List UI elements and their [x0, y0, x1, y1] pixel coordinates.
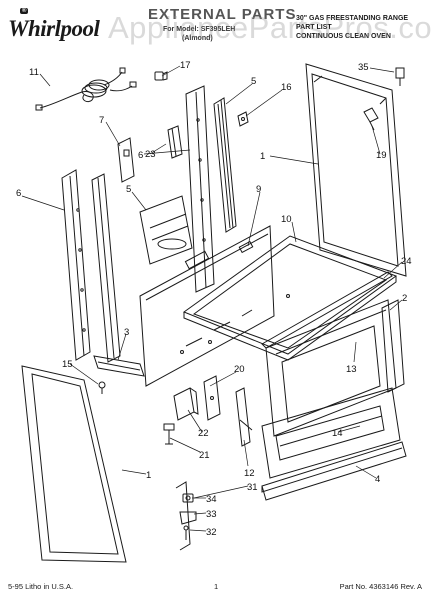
- callout-label: 24: [401, 256, 412, 267]
- leveling-leg-part: [163, 423, 175, 445]
- door-strip-part: [235, 387, 253, 447]
- hinge-bracket-part: [203, 375, 221, 421]
- callout-label: 7: [99, 115, 104, 126]
- page-number: 1: [214, 582, 219, 591]
- callout-label: 10: [281, 214, 292, 225]
- callout-label: 2: [402, 293, 407, 304]
- whirlpool-logo: Whirlpool: [8, 16, 100, 41]
- callout-label: 19: [376, 150, 387, 161]
- kick-plate-part: [261, 441, 407, 501]
- callout-label: 3: [124, 327, 129, 338]
- small-bracket-part: [117, 137, 135, 183]
- front-side-frame-part: [61, 169, 91, 361]
- screw-small-part: [98, 381, 106, 394]
- window-frame-part: [265, 299, 397, 437]
- part-list-label: PART LIST: [296, 24, 332, 31]
- callout-label: 1: [146, 470, 151, 481]
- callout-label: 5: [126, 184, 131, 195]
- hardware-group-part: [175, 481, 197, 551]
- callout-label: 33: [206, 509, 217, 520]
- callout-label: 12: [244, 468, 255, 479]
- frame-rail-part: [381, 299, 405, 393]
- callout-label: 5: [251, 76, 256, 87]
- vent-duct-part: [139, 195, 193, 265]
- callout-label: 31: [247, 482, 258, 493]
- color-designation: (Almond): [182, 35, 213, 42]
- callout-label: 21: [199, 450, 210, 461]
- side-panel-upper-part: [185, 85, 215, 293]
- callout-label: 35: [358, 62, 369, 73]
- callout-label: 20: [234, 364, 245, 375]
- callout-label: 13: [346, 364, 357, 375]
- wire-harness-part: [35, 67, 137, 111]
- callout-label: 1: [260, 151, 265, 162]
- callout-label: 32: [206, 527, 217, 538]
- callout-label: 9: [256, 184, 261, 195]
- vent-frame-part: [261, 387, 401, 479]
- callout-labels: 11 17 5 16 35 7 23 6 19 1 6 5 9 10 24 2 …: [16, 60, 412, 538]
- logo-trademark: ®: [20, 8, 29, 14]
- oven-description: CONTINUOUS CLEAN OVEN: [296, 33, 391, 40]
- callout-label: 34: [206, 494, 217, 505]
- callout-label: 4: [375, 474, 380, 485]
- litho-note: 5-95 Litho in U.S.A.: [8, 582, 74, 591]
- callout-label: 23: [145, 149, 156, 160]
- bracket-part: [237, 111, 249, 127]
- leader-lines: [21, 65, 403, 532]
- callout-label: 14: [332, 428, 343, 439]
- callout-label: 16: [281, 82, 292, 93]
- callout-label: 22: [198, 428, 209, 439]
- trim-strip-part: [261, 271, 393, 349]
- diagram-title: EXTERNAL PARTS: [148, 6, 297, 23]
- door-frame-upper-part: [305, 63, 407, 277]
- side-trim-upper-part: [213, 97, 237, 233]
- clip-part: [154, 71, 168, 81]
- watermark: AppliancePartsPros.com: [108, 10, 432, 45]
- door-clip-part: [363, 107, 379, 131]
- leg-block-part: [173, 387, 199, 421]
- part-number: Part No. 4363146 Rev. A: [339, 582, 422, 591]
- model-number: For Model: SF395LEH: [163, 26, 236, 33]
- rear-panel-part: [139, 225, 275, 387]
- range-description: 30" GAS FREESTANDING RANGE: [296, 15, 409, 22]
- lower-rail-part: [93, 355, 145, 377]
- callout-label: 17: [180, 60, 191, 71]
- callout-label: 6: [16, 188, 21, 199]
- insulation-part: [167, 125, 183, 159]
- callout-label: 6: [138, 150, 143, 161]
- callout-label: 15: [62, 359, 73, 370]
- door-panel-lower-part: [21, 365, 127, 563]
- screw-part: [395, 67, 405, 86]
- callout-label: 11: [29, 67, 39, 78]
- side-trim-lower-part: [91, 173, 121, 363]
